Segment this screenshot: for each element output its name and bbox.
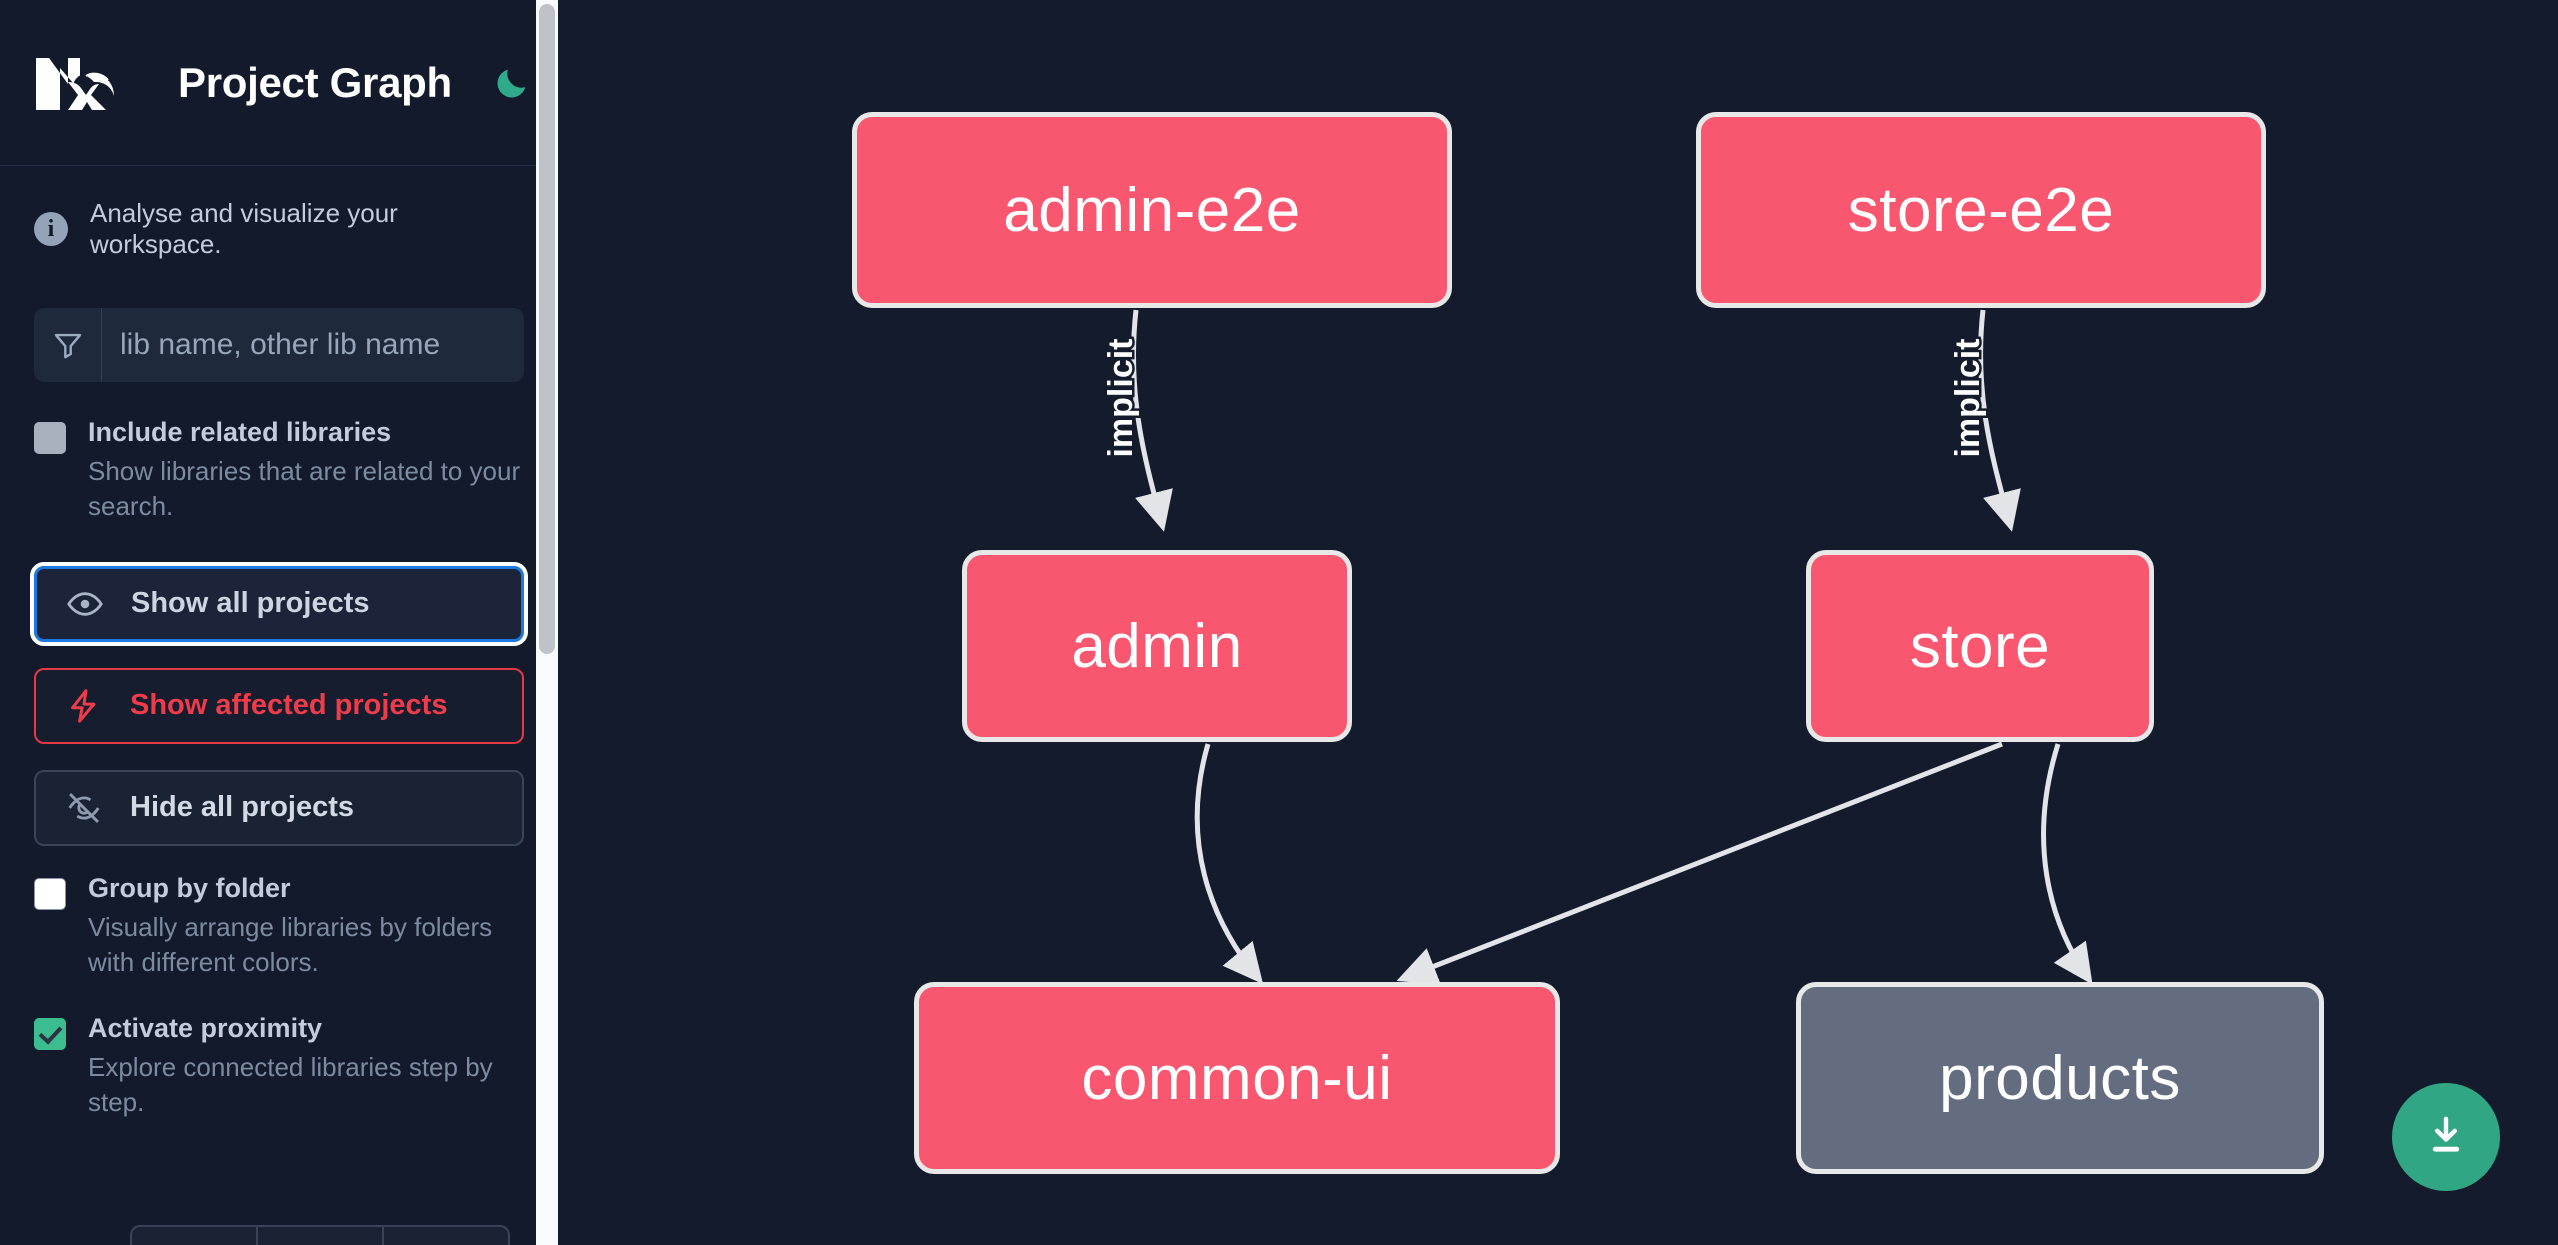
tagline-text: Analyse and visualize your workspace. bbox=[90, 198, 398, 259]
eye-icon bbox=[65, 584, 105, 624]
checkbox-label-group-by-folder: Group by folder bbox=[88, 872, 291, 903]
hide-all-projects-label: Hide all projects bbox=[130, 791, 355, 824]
checkbox-texts: Activate proximity Explore connected lib… bbox=[88, 1012, 524, 1120]
lightning-bolt-icon bbox=[64, 686, 104, 726]
download-icon bbox=[2422, 1112, 2470, 1163]
eye-off-icon bbox=[64, 788, 104, 828]
graph-node-store-e2e[interactable]: store-e2e bbox=[1696, 112, 2266, 308]
checkbox-texts: Include related libraries Show libraries… bbox=[88, 416, 524, 524]
checkbox-texts: Group by folder Visually arrange librari… bbox=[88, 872, 524, 980]
checkbox-group-by-folder[interactable] bbox=[34, 877, 66, 910]
graph-node-common-ui[interactable]: common-ui bbox=[914, 982, 1560, 1174]
segment-value[interactable] bbox=[258, 1227, 384, 1245]
checkbox-row-group-by-folder[interactable]: Group by folder Visually arrange librari… bbox=[0, 872, 558, 980]
graph-node-label: store-e2e bbox=[1847, 175, 2115, 245]
edge-admin-common-ui bbox=[1194, 743, 1264, 985]
graph-node-admin-e2e[interactable]: admin-e2e bbox=[852, 112, 1452, 308]
page-title: Project Graph bbox=[178, 58, 452, 106]
edge-store-products bbox=[2041, 743, 2093, 985]
hide-all-projects-button[interactable]: Hide all projects bbox=[34, 769, 524, 846]
checkbox-description-group-by-folder: Visually arrange libraries by folders wi… bbox=[88, 911, 493, 977]
filter-funnel-icon bbox=[34, 308, 102, 382]
proximity-step-segmented-control[interactable] bbox=[130, 1225, 510, 1245]
tagline: i Analyse and visualize your workspace. bbox=[0, 166, 558, 260]
checkbox-label-include-related-libraries: Include related libraries bbox=[88, 417, 392, 447]
show-affected-projects-button[interactable]: Show affected projects bbox=[34, 667, 524, 744]
edge-label-implicit-admin: implicit bbox=[1102, 338, 1140, 457]
graph-node-label: admin-e2e bbox=[1003, 175, 1301, 245]
search-field[interactable] bbox=[34, 308, 524, 382]
sidebar-scrollbar-thumb[interactable] bbox=[539, 4, 555, 654]
info-icon: i bbox=[34, 212, 68, 246]
graph-node-label: store bbox=[1909, 611, 2051, 681]
show-all-projects-button[interactable]: Show all projects bbox=[30, 561, 528, 646]
checkbox-description-activate-proximity: Explore connected libraries step by step… bbox=[88, 1051, 493, 1117]
show-affected-projects-label: Show affected projects bbox=[130, 689, 448, 722]
graph-node-products[interactable]: products bbox=[1796, 982, 2324, 1174]
sidebar: Project Graph i Analyse and visualize yo… bbox=[0, 0, 558, 1245]
checkbox-row-activate-proximity[interactable]: Activate proximity Explore connected lib… bbox=[0, 1012, 558, 1120]
edge-label-implicit-store: implicit bbox=[1949, 338, 1987, 457]
search-input[interactable] bbox=[102, 308, 524, 382]
graph-node-label: common-ui bbox=[1081, 1043, 1393, 1113]
segment-decrease[interactable] bbox=[132, 1227, 258, 1245]
graph-node-label: products bbox=[1939, 1043, 2181, 1113]
edge-store-e2e-store bbox=[1978, 309, 2021, 532]
download-graph-button[interactable] bbox=[2392, 1083, 2500, 1191]
checkbox-row-include-related-libraries[interactable]: Include related libraries Show libraries… bbox=[0, 416, 558, 524]
sidebar-header: Project Graph bbox=[0, 0, 558, 166]
graph-node-store[interactable]: store bbox=[1806, 550, 2154, 742]
graph-node-admin[interactable]: admin bbox=[962, 550, 1352, 742]
checkbox-activate-proximity[interactable] bbox=[34, 1017, 66, 1050]
visibility-button-group: Show all projects Show affected projects bbox=[0, 561, 558, 846]
nx-logo-icon bbox=[34, 52, 130, 114]
checkbox-include-related-libraries[interactable] bbox=[34, 422, 66, 454]
edge-admin-e2e-admin bbox=[1131, 309, 1173, 532]
edge-labels: implicit implicit bbox=[1100, 336, 1990, 460]
checkbox-description-include-related-libraries: Show libraries that are related to your … bbox=[88, 455, 521, 521]
graph-node-label: admin bbox=[1071, 611, 1243, 681]
moon-icon[interactable] bbox=[492, 59, 532, 107]
checkbox-label-activate-proximity: Activate proximity bbox=[88, 1012, 323, 1043]
segment-increase[interactable] bbox=[384, 1227, 508, 1245]
graph-canvas[interactable]: implicit implicit admin-e2e store-e2e ad… bbox=[558, 0, 2558, 1245]
show-all-projects-label: Show all projects bbox=[131, 587, 370, 620]
graph-edges: implicit implicit bbox=[1100, 309, 2093, 985]
sidebar-scrollbar-track[interactable] bbox=[536, 0, 558, 1245]
edge-store-common-ui bbox=[1396, 741, 2003, 985]
